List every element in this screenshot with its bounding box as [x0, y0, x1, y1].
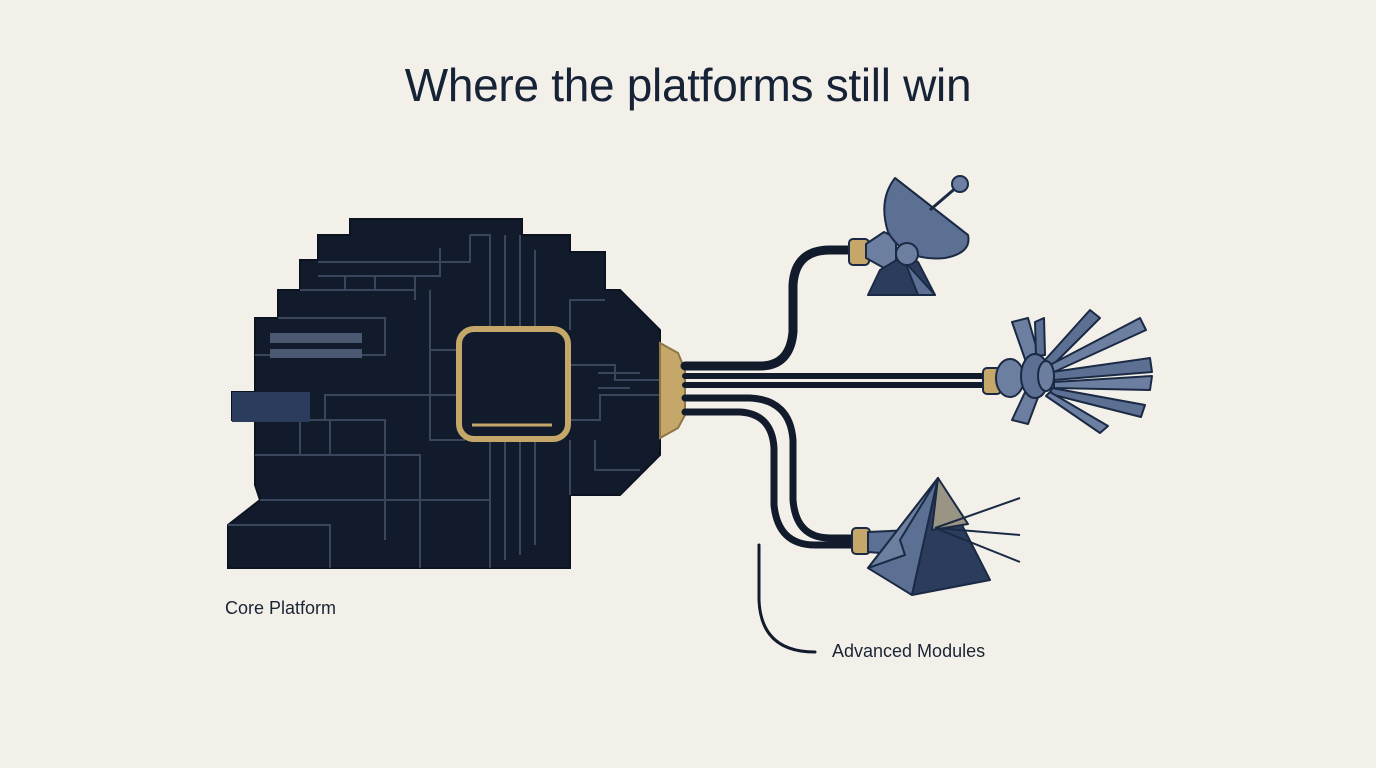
- satellite-dish-icon: [848, 175, 970, 296]
- core-platform-label: Core Platform: [225, 598, 337, 618]
- core-platform-machine: [227, 218, 686, 569]
- prism-emitter-icon: [851, 477, 1021, 596]
- page-title: Where the platforms still win: [404, 59, 972, 111]
- advanced-modules-label: Advanced Modules: [832, 641, 986, 661]
- cables: [680, 245, 988, 654]
- spiked-antenna-icon: [982, 309, 1153, 434]
